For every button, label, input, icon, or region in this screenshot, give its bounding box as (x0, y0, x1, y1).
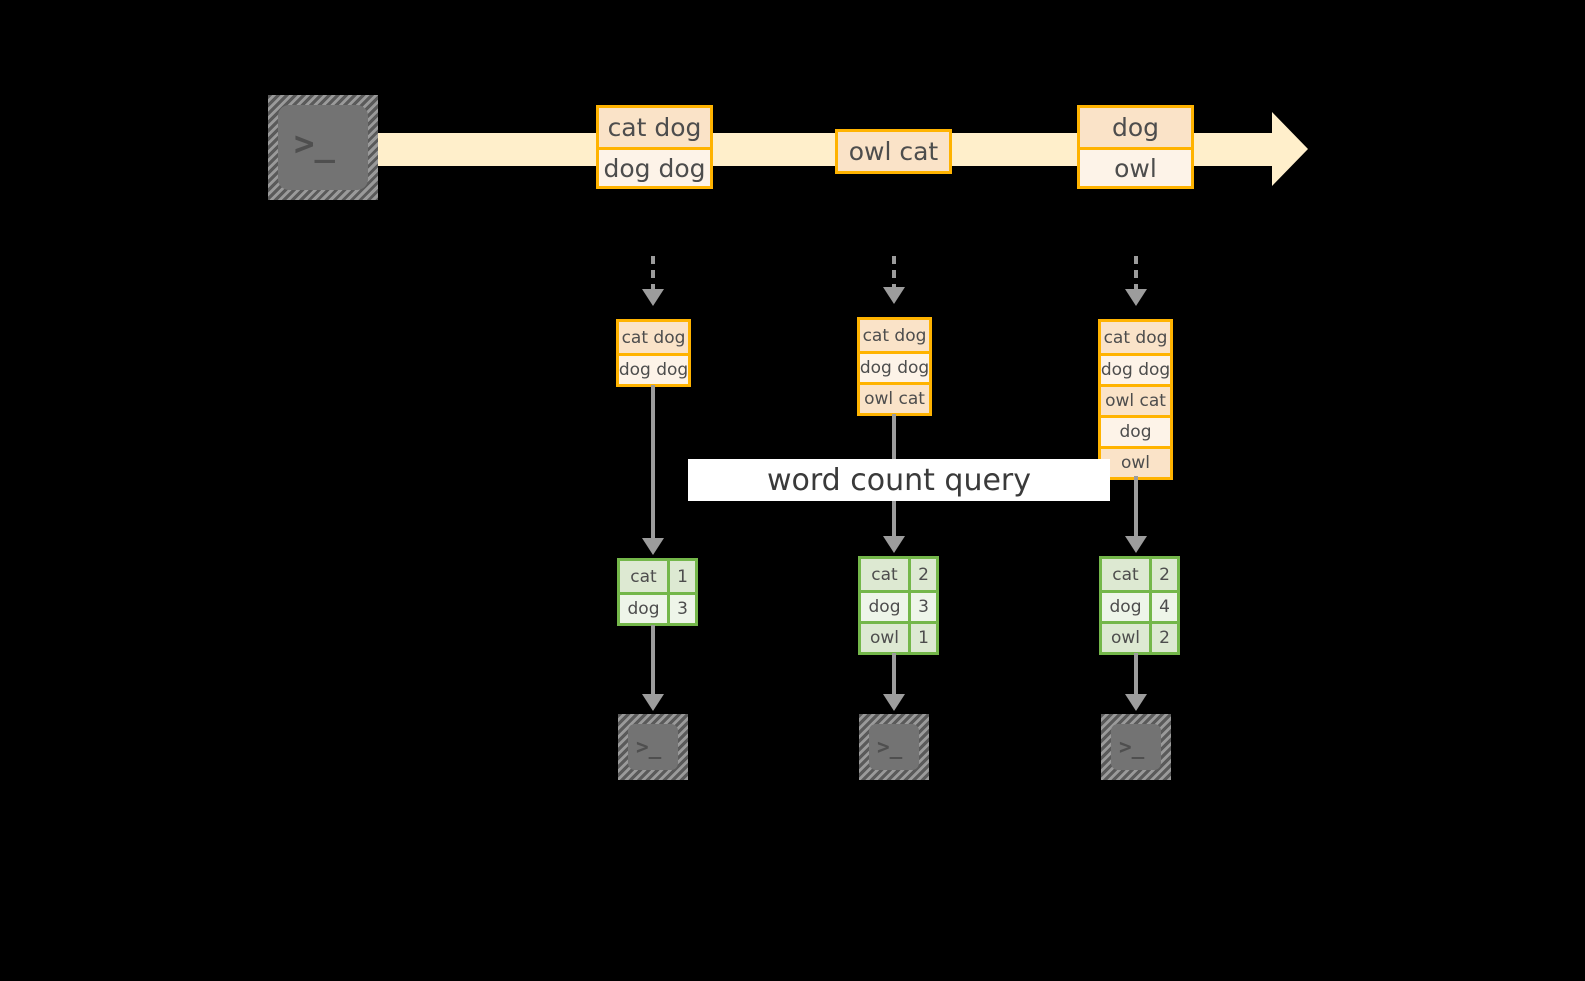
result-word: owl (861, 624, 908, 652)
accumulated-record-row: dog dog (619, 353, 688, 384)
arrowhead-icon (883, 536, 905, 553)
result-word: cat (861, 559, 908, 590)
result-word: dog (861, 593, 908, 621)
table-row: cat 1 (620, 561, 695, 592)
table-row: owl 2 (1102, 621, 1177, 652)
terminal-screen: >_ (1111, 724, 1161, 770)
table-row: cat 2 (861, 559, 936, 590)
result-count: 1 (908, 624, 936, 652)
terminal-screen: >_ (869, 724, 919, 770)
result-word: dog (620, 595, 667, 623)
arrowhead-icon (1125, 694, 1147, 711)
terminal-prompt-glyph: >_ (294, 124, 335, 164)
stream-message-1: cat dog dog dog (596, 105, 713, 189)
sink-terminal-icon-1[interactable]: >_ (618, 714, 688, 780)
stream-message-row: owl (1080, 147, 1191, 186)
stream-message-row: dog dog (599, 147, 710, 186)
arrowhead-icon (883, 287, 905, 304)
terminal-prompt-glyph: >_ (877, 735, 903, 759)
result-count: 2 (1149, 559, 1177, 590)
result-table-2: cat 2 dog 3 owl 1 (858, 556, 939, 655)
table-row: dog 3 (861, 590, 936, 621)
accumulated-record-row: dog dog (1101, 353, 1170, 384)
arrowhead-icon (1125, 536, 1147, 553)
arrowhead-icon (883, 694, 905, 711)
accumulated-records-1: cat dog dog dog (616, 319, 691, 387)
stream-message-row: owl cat (838, 132, 949, 171)
result-table-3: cat 2 dog 4 owl 2 (1099, 556, 1180, 655)
accumulated-record-row: cat dog (860, 320, 929, 351)
result-word: dog (1102, 593, 1149, 621)
stream-message-row: cat dog (599, 108, 710, 147)
stream-message-row: dog (1080, 108, 1191, 147)
table-row: dog 3 (620, 592, 695, 623)
query-connector-1 (651, 385, 655, 545)
accumulated-record-row: owl cat (1101, 384, 1170, 415)
accumulated-record-row: owl (1101, 446, 1170, 477)
accumulated-record-row: cat dog (1101, 322, 1170, 353)
accumulated-record-row: cat dog (619, 322, 688, 353)
result-count: 3 (667, 595, 695, 623)
dashed-connector-2 (892, 256, 896, 292)
accumulated-records-3: cat dog dog dog owl cat dog owl (1098, 319, 1173, 480)
source-terminal-icon[interactable]: >_ (268, 95, 378, 200)
table-row: dog 4 (1102, 590, 1177, 621)
terminal-prompt-glyph: >_ (1119, 735, 1145, 759)
query-banner-label: word count query (766, 462, 1032, 498)
accumulated-record-row: dog (1101, 415, 1170, 446)
result-table-1: cat 1 dog 3 (617, 558, 698, 626)
query-connector-3 (1134, 476, 1138, 543)
dashed-connector-1 (651, 256, 655, 292)
sink-connector-3 (1134, 653, 1138, 700)
stream-message-3: dog owl (1077, 105, 1194, 189)
terminal-screen: >_ (278, 105, 368, 190)
accumulated-record-row: dog dog (860, 351, 929, 382)
stream-arrowhead-icon (1272, 112, 1308, 186)
result-count: 4 (1149, 593, 1177, 621)
stream-message-2: owl cat (835, 129, 952, 174)
result-count: 3 (908, 593, 936, 621)
sink-terminal-icon-3[interactable]: >_ (1101, 714, 1171, 780)
dashed-connector-3 (1134, 256, 1138, 292)
sink-connector-2 (892, 653, 896, 700)
result-count: 1 (667, 561, 695, 592)
terminal-prompt-glyph: >_ (636, 735, 662, 759)
terminal-screen: >_ (628, 724, 678, 770)
arrowhead-icon (1125, 289, 1147, 306)
result-word: cat (620, 561, 667, 592)
arrowhead-icon (642, 538, 664, 555)
result-word: owl (1102, 624, 1149, 652)
table-row: cat 2 (1102, 559, 1177, 590)
result-count: 2 (1149, 624, 1177, 652)
arrowhead-icon (642, 694, 664, 711)
sink-connector-1 (651, 625, 655, 700)
arrowhead-icon (642, 289, 664, 306)
accumulated-records-2: cat dog dog dog owl cat (857, 317, 932, 416)
accumulated-record-row: owl cat (860, 382, 929, 413)
result-word: cat (1102, 559, 1149, 590)
query-banner: word count query (688, 459, 1110, 501)
result-count: 2 (908, 559, 936, 590)
sink-terminal-icon-2[interactable]: >_ (859, 714, 929, 780)
table-row: owl 1 (861, 621, 936, 652)
